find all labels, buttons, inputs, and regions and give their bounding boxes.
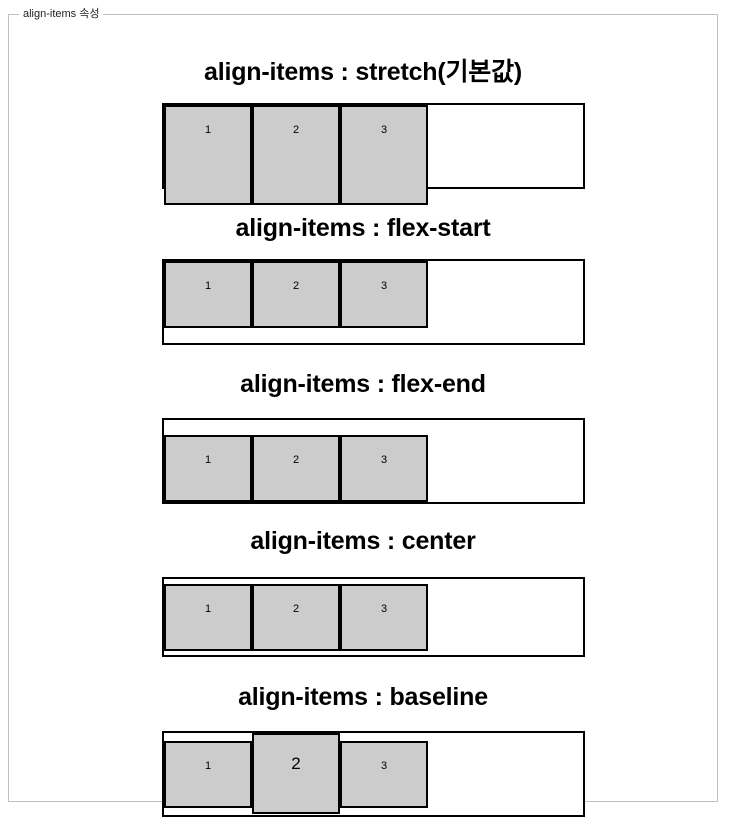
flex-item: 1 <box>164 741 252 808</box>
section-title-flex-end: align-items : flex-end <box>240 370 486 398</box>
flex-item: 1 <box>164 105 252 205</box>
flex-item: 3 <box>340 583 428 651</box>
flex-item: 3 <box>340 105 428 205</box>
flex-container-flex-start: 1 2 3 <box>162 259 585 345</box>
section-title-stretch: align-items : stretch(기본값) <box>204 58 522 86</box>
align-items-demo-fieldset: align-items 속성 align-items : stretch(기본값… <box>8 8 718 817</box>
flex-item: 2 <box>252 583 340 651</box>
section-title-flex-start: align-items : flex-start <box>235 214 491 242</box>
flex-container-stretch: 1 2 3 <box>162 103 585 205</box>
flex-item: 2 <box>252 261 340 328</box>
flex-container-flex-end: 1 2 3 <box>162 418 585 504</box>
flex-item: 2 <box>252 435 340 502</box>
section-title-center: align-items : center <box>250 527 476 555</box>
section-flex-end: align-items : flex-end 1 2 3 <box>9 369 717 504</box>
section-center: align-items : center 1 2 3 <box>9 526 717 657</box>
flex-item: 2 <box>252 733 340 814</box>
section-title-baseline: align-items : baseline <box>238 683 488 711</box>
flex-item: 1 <box>164 435 252 502</box>
fieldset-legend: align-items 속성 <box>23 8 100 20</box>
flex-item: 3 <box>340 261 428 328</box>
flex-item: 1 <box>164 583 252 651</box>
section-flex-start: align-items : flex-start 1 2 3 <box>9 213 717 345</box>
flex-container-center: 1 2 3 <box>162 577 585 657</box>
section-stretch: align-items : stretch(기본값) 1 2 3 <box>9 57 717 205</box>
flex-item: 1 <box>164 261 252 328</box>
flex-item: 3 <box>340 435 428 502</box>
flex-container-baseline: 1 2 3 <box>162 731 585 817</box>
flex-item: 3 <box>340 741 428 808</box>
flex-item: 2 <box>252 105 340 205</box>
section-baseline: align-items : baseline 1 2 3 <box>9 682 717 817</box>
